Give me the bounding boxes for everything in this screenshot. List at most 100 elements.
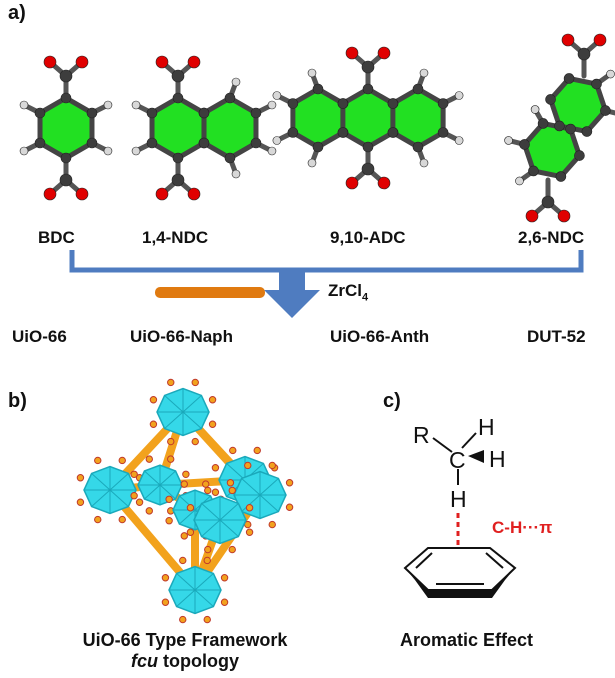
- atom: [555, 171, 567, 182]
- atom: [528, 165, 539, 177]
- cluster-edge: [226, 463, 246, 481]
- cluster-carboxylate: [204, 486, 212, 495]
- cluster-edge: [91, 489, 111, 507]
- atom: [412, 83, 424, 95]
- atom: [272, 91, 282, 100]
- atom: [146, 137, 158, 149]
- aromatic-ring: [201, 95, 259, 161]
- ch-pi-diagram: [403, 432, 517, 598]
- cluster-edge: [219, 519, 239, 537]
- framework-caption-line1: UiO-66 Type Framework: [82, 630, 288, 650]
- cluster-edge: [159, 470, 176, 486]
- atom: [337, 127, 349, 138]
- topology-italic: fcu: [131, 651, 158, 671]
- cluster-edge: [259, 494, 279, 512]
- atom: [224, 152, 236, 164]
- cluster-carboxylate: [220, 574, 229, 582]
- cluster-carboxylate: [211, 488, 220, 496]
- atom: [361, 60, 375, 74]
- cluster-carboxylate: [244, 461, 252, 470]
- cluster-carboxylate: [211, 464, 220, 472]
- atom: [198, 107, 210, 119]
- reagent-base: ZrCl: [328, 281, 362, 300]
- atom: [75, 187, 89, 201]
- atom: [581, 126, 593, 137]
- cluster-edge: [182, 411, 202, 429]
- linker-label-bdc: BDC: [38, 228, 75, 247]
- atom: [419, 158, 429, 168]
- cluster-carboxylate: [167, 455, 175, 463]
- linker-label-14ndc: 1,4-NDC: [142, 228, 209, 247]
- cluster-edge: [219, 503, 239, 521]
- cluster-carboxylate: [228, 545, 236, 554]
- atom: [537, 118, 549, 129]
- atom: [557, 209, 571, 223]
- orange-rod: [155, 287, 265, 298]
- cluster-carboxylate: [149, 420, 158, 428]
- atom: [307, 68, 317, 78]
- atom: [60, 152, 72, 164]
- reaction-arrow: [264, 270, 320, 318]
- cluster-edge: [176, 589, 196, 607]
- atom: [337, 98, 349, 109]
- cluster-carboxylate: [203, 615, 211, 624]
- cluster-carboxylate: [180, 532, 188, 540]
- cluster-edge: [109, 489, 129, 507]
- atom: [231, 169, 241, 179]
- atom-h-top: H: [478, 414, 495, 440]
- atom: [419, 68, 429, 78]
- atom: [387, 98, 399, 109]
- cluster-edge: [194, 589, 214, 607]
- aromatic-ring: [290, 86, 346, 150]
- atom: [172, 152, 184, 164]
- atom: [519, 139, 530, 150]
- atom: [43, 187, 57, 201]
- atom: [554, 120, 565, 132]
- atom: [250, 137, 262, 149]
- cluster-carboxylate: [135, 498, 144, 506]
- atom: [312, 83, 324, 95]
- atom: [146, 107, 158, 119]
- cluster-carboxylate: [208, 396, 217, 404]
- atom: [412, 141, 424, 153]
- cluster-edge: [164, 395, 184, 413]
- cluster-carboxylate: [228, 486, 236, 495]
- atom: [504, 136, 513, 145]
- panel-label-b: b): [8, 390, 27, 412]
- ch-pi-label: C-H···π: [492, 518, 553, 537]
- atom: [307, 158, 317, 168]
- atom: [59, 173, 73, 187]
- linker-bracket: [69, 250, 584, 273]
- atom: [361, 162, 375, 176]
- zr-cluster: [149, 378, 217, 446]
- panel-label-a: a): [8, 2, 26, 24]
- atom: [19, 146, 29, 156]
- atom: [19, 100, 29, 110]
- atom: [198, 137, 210, 149]
- cluster-edge: [109, 473, 129, 491]
- cluster-carboxylate: [167, 437, 175, 446]
- atom: [600, 105, 611, 116]
- framework-caption: UiO-66 Type Framework fcu topology: [40, 630, 330, 672]
- bond-c-h-top: [461, 432, 477, 449]
- cluster-carboxylate: [165, 517, 173, 525]
- cluster-carboxylate: [76, 474, 85, 482]
- atom: [530, 105, 540, 114]
- cluster-edge: [182, 395, 202, 413]
- cluster-carboxylate: [118, 456, 126, 465]
- atom: [287, 98, 299, 109]
- aromatic-ring: [340, 86, 396, 150]
- atom: [34, 137, 46, 149]
- cluster-carboxylate: [186, 504, 195, 512]
- cluster-edge: [144, 484, 161, 500]
- aromatic-caption: Aromatic Effect: [400, 630, 534, 650]
- cluster-carboxylate: [229, 446, 237, 455]
- cluster-edge: [259, 478, 279, 496]
- atom: [187, 187, 201, 201]
- benzene-inner-bond-1: [415, 552, 433, 569]
- atom: [272, 136, 282, 145]
- cluster-carboxylate: [191, 378, 199, 387]
- atom: [131, 146, 141, 156]
- cluster-carboxylate: [203, 556, 211, 565]
- atom: [454, 91, 464, 100]
